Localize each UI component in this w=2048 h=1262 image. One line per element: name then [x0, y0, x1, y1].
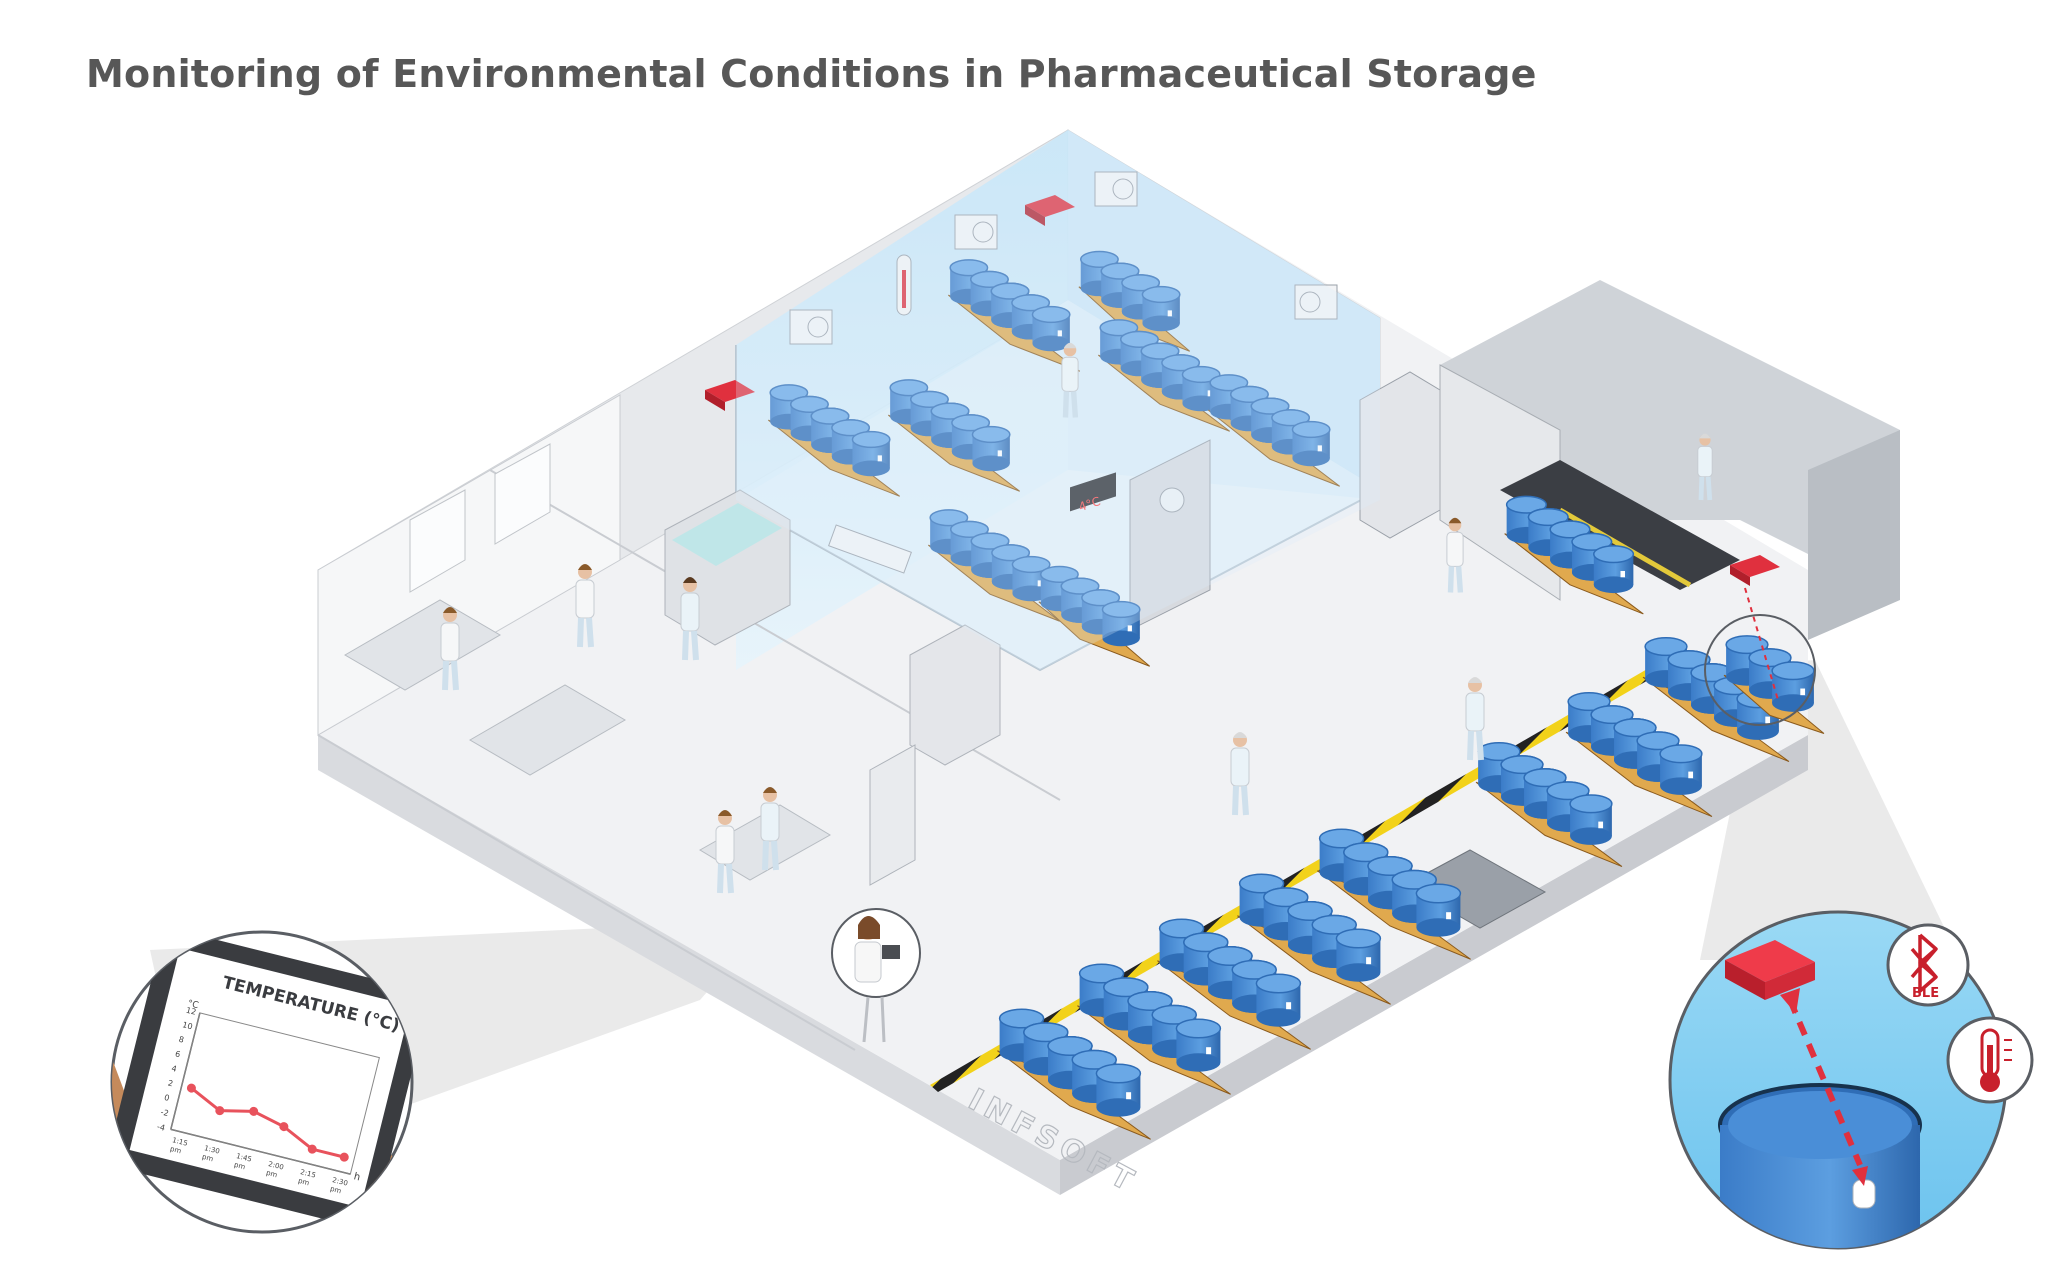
temperature-display: 4°C: [1070, 472, 1116, 514]
chart-y-tick: 12: [185, 1006, 197, 1017]
sensor-beacon-icon: [1730, 555, 1780, 586]
barrel-icon: [1175, 1018, 1222, 1072]
lab-door: [869, 744, 916, 886]
air-conditioner-icon: [1294, 284, 1338, 320]
air-conditioner-icon: [954, 214, 998, 250]
chart-x-tick: 2:15: [299, 1168, 316, 1180]
barrel-icon: [998, 1008, 1045, 1062]
lab-cabinet: [909, 624, 1001, 766]
barrel-icon: [851, 430, 891, 477]
chart-x-tick: 1:30: [203, 1144, 220, 1156]
air-conditioner-icon: [789, 309, 833, 345]
chart-x-tick: 1:45: [235, 1152, 252, 1164]
cold-room-door: [1129, 439, 1211, 631]
lab-partition-2: [317, 734, 856, 1051]
staff-member: [680, 577, 700, 661]
air-conditioner-icon: [1094, 171, 1138, 207]
barrel-icon: [1255, 973, 1302, 1027]
barrel-icon: [1095, 1063, 1142, 1117]
chart-x-tick-suffix: pm: [233, 1161, 246, 1172]
barrel-icon: [1415, 883, 1462, 937]
chart-x-tick: 2:30: [331, 1176, 348, 1188]
chart-point: [215, 1106, 225, 1116]
chart-point: [249, 1106, 259, 1116]
staff-member: [1465, 677, 1485, 761]
chart-frame: [170, 1012, 380, 1175]
fume-hood-glass: [672, 503, 782, 566]
staff-member: [1446, 517, 1464, 593]
thermometer-badge: [1946, 1016, 2034, 1104]
chart-x-tick-suffix: pm: [297, 1177, 310, 1188]
ble-label: BLE: [1912, 986, 1939, 1001]
barrel-icon: [1569, 794, 1613, 845]
window-2: [494, 443, 551, 545]
chart-y-tick: 2: [167, 1078, 174, 1088]
chart-y-tick: 0: [163, 1093, 170, 1103]
barrel-icon: [1593, 545, 1635, 594]
barrel-icon: [971, 425, 1011, 472]
staff-member: [1061, 342, 1079, 418]
chart-y-tick: 6: [174, 1049, 181, 1059]
chart-point: [307, 1144, 317, 1154]
chart-x-unit: h: [353, 1171, 362, 1183]
chart-y-tick: 4: [171, 1064, 178, 1074]
building-slab-side-right: [1060, 735, 1808, 1195]
cold-room-glass: [736, 130, 1380, 670]
barrel-icon: [1291, 420, 1331, 467]
window-1: [409, 489, 466, 593]
chart-y-tick: 10: [181, 1020, 193, 1031]
lab-bench-2: [469, 684, 626, 776]
focus-ring: [1704, 614, 1816, 726]
staff-member: [1697, 433, 1713, 501]
staff-member: [575, 564, 595, 648]
chart-x-tick: 2:00: [267, 1160, 284, 1172]
door-porthole: [1159, 487, 1185, 513]
chart-x-tick-suffix: pm: [265, 1169, 278, 1180]
barrel-icon: [1771, 661, 1815, 712]
barrel-icon: [1141, 285, 1181, 332]
barrel-icon: [1335, 928, 1382, 982]
staff-member: [440, 607, 460, 691]
chart-point: [339, 1152, 349, 1162]
chart-x-tick-suffix: pm: [169, 1145, 182, 1156]
staff-member: [760, 787, 780, 871]
barrel-icon: [1031, 305, 1071, 352]
annex-opening: [1500, 460, 1740, 590]
sensor-beacon-icon: [1725, 940, 1815, 982]
annex-side: [1808, 430, 1900, 640]
chart-x-tick-suffix: pm: [201, 1153, 214, 1164]
thermometer-icon: [1980, 1028, 2012, 1092]
sensor-beacon-icon: [705, 380, 755, 411]
barrel-stock: [736, 130, 1825, 1140]
chart-y-unit: °C: [187, 999, 200, 1011]
chart-point: [186, 1083, 196, 1093]
staff-member: [715, 810, 735, 894]
bluetooth-icon: [1910, 933, 1938, 993]
chart-y-tick: 8: [178, 1035, 185, 1045]
lab-bench-1: [344, 599, 501, 691]
tablet-user-inset: [831, 908, 921, 1043]
temperature-display-readout: 4°C: [1077, 494, 1102, 514]
building-slab-side-left: [318, 735, 1060, 1195]
page-title: Monitoring of Environmental Conditions i…: [86, 52, 1537, 96]
air-conditioner-icon: [828, 524, 912, 574]
barrel-icon: [1101, 600, 1141, 647]
chart-point: [279, 1122, 289, 1132]
staff: [440, 342, 1713, 894]
barrel-icon: [1311, 914, 1357, 968]
tablet-icon: [882, 945, 900, 959]
sensor-beacon-icon: [1025, 195, 1075, 226]
chart-x-tick: 1:15: [171, 1136, 188, 1148]
barrel-icon: [1659, 744, 1703, 795]
chart-series-line: [190, 1086, 345, 1159]
staff-member: [1230, 732, 1250, 816]
ble-badge: BLE: [1886, 923, 1970, 1007]
chart-y-tick: -2: [160, 1108, 170, 1119]
chart-y-tick: -4: [156, 1122, 166, 1133]
thermometer-icon: [896, 254, 912, 316]
chart-x-tick-suffix: pm: [329, 1185, 342, 1196]
signal-link: [1787, 998, 1863, 1167]
